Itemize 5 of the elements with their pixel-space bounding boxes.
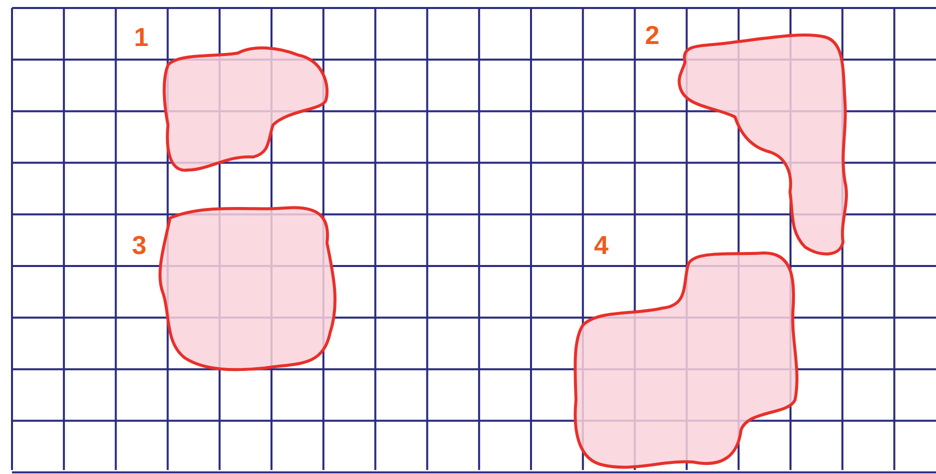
region-number: 3 — [132, 232, 146, 258]
region-shape — [675, 32, 850, 257]
region-number: 2 — [645, 22, 660, 48]
region-number: 1 — [134, 24, 148, 50]
region-number: 4 — [594, 232, 608, 258]
